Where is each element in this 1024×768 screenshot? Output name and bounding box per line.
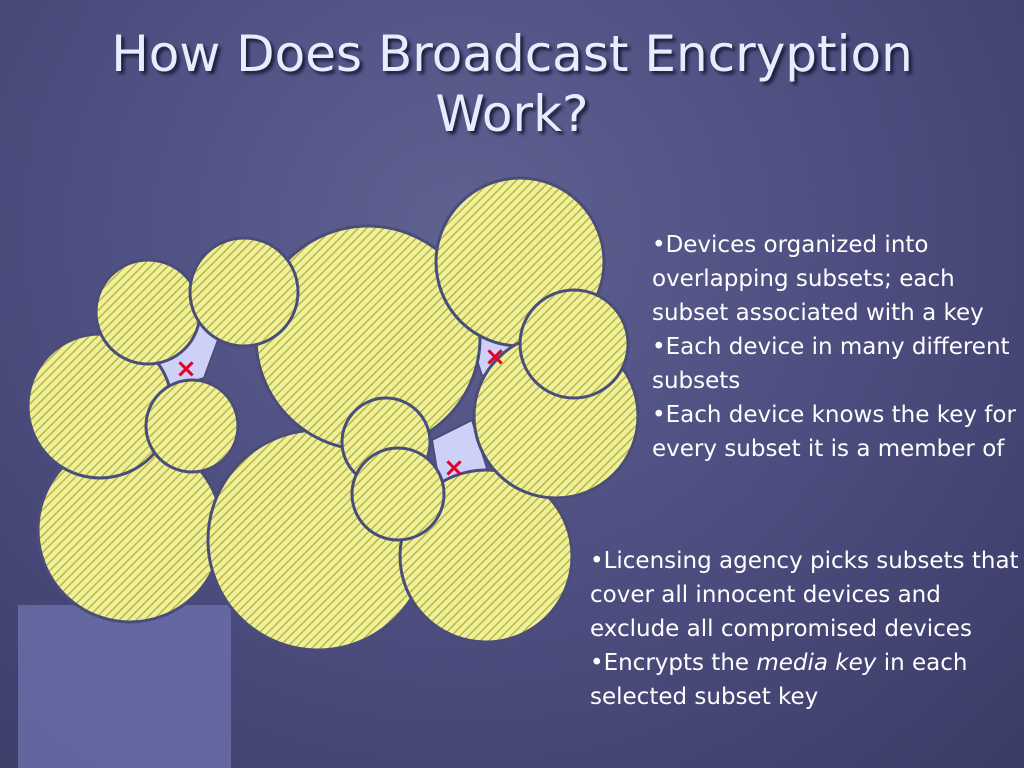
bullet-item: •Licensing agency picks subsets that cov… — [590, 548, 1019, 642]
bullet-item: •Each device in many different subsets — [652, 334, 1010, 394]
title-line-1: How Does Broadcast Encryption — [111, 25, 913, 83]
decorative-square — [18, 605, 231, 768]
bullet-list-primary: •Devices organized into overlapping subs… — [652, 228, 1017, 466]
subset-circle — [188, 236, 300, 348]
compromised-mark-3: × — [443, 453, 465, 483]
bullet-list-secondary: •Licensing agency picks subsets that cov… — [590, 544, 1020, 714]
bullet-text: in each selected subset key — [590, 650, 968, 710]
bullet-item: •Encrypts the media key in each selected… — [590, 646, 1020, 714]
subset-circle — [350, 446, 446, 542]
compromised-mark-1: × — [175, 354, 197, 384]
bullet-item: •Devices organized into overlapping subs… — [652, 232, 984, 326]
title-line-2: Work? — [435, 85, 589, 143]
bullet-item: •Each device knows the key for every sub… — [652, 402, 1016, 462]
subset-circle — [398, 468, 574, 644]
subset-circle — [94, 258, 202, 366]
bullet-emphasis: media key — [756, 650, 877, 676]
compromised-mark-2: × — [484, 342, 506, 372]
bullet-text: •Encrypts the — [590, 650, 757, 676]
subset-circle — [518, 288, 630, 400]
subset-circle — [144, 378, 240, 474]
slide-title: How Does Broadcast Encryption Work? — [0, 24, 1024, 144]
